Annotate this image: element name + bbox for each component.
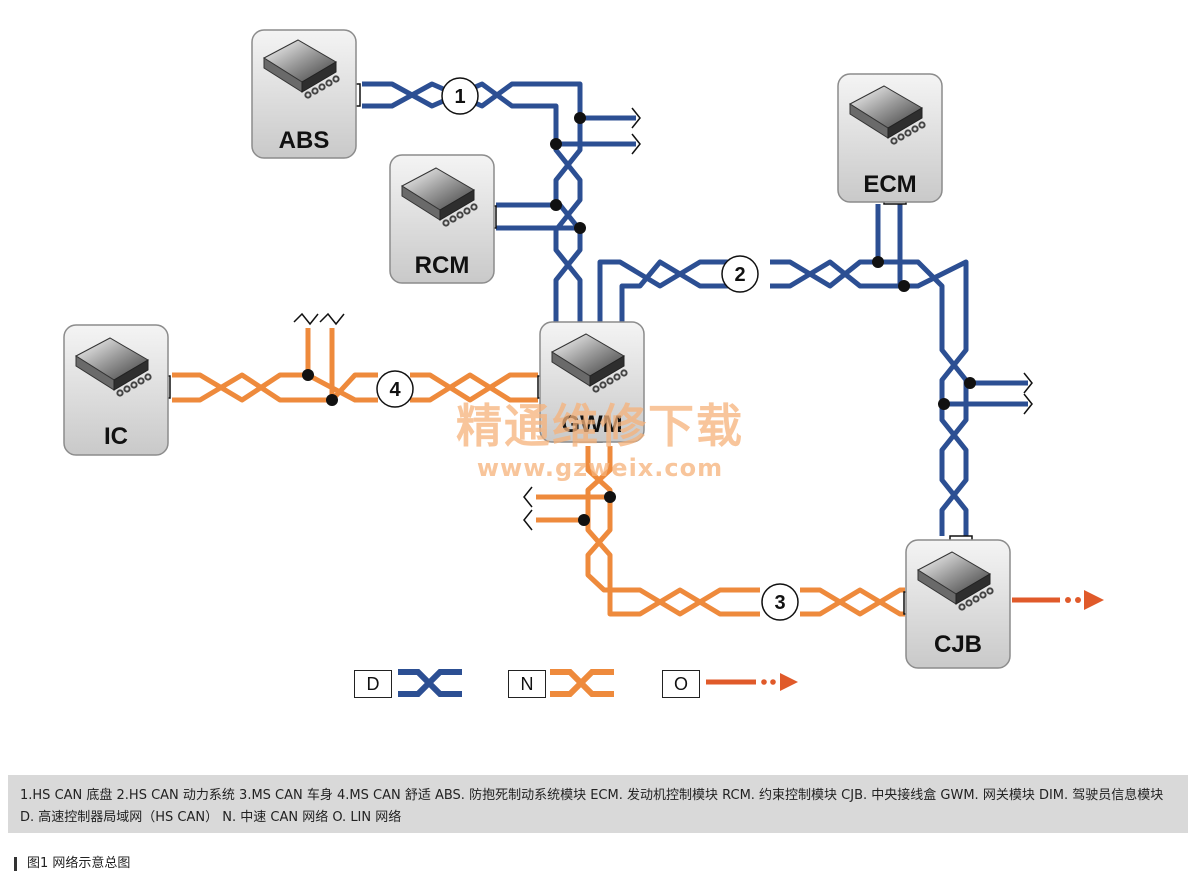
bus-number-2: 2: [721, 255, 759, 293]
lin-bus-arrow: [1012, 590, 1104, 610]
caption-text: 1.HS CAN 底盘 2.HS CAN 动力系统 3.MS CAN 车身 4.…: [20, 788, 1164, 825]
network-diagram: ABS RCM ECM IC GWM CJB 1 2 3 4: [63, 29, 1104, 697]
svg-text:3: 3: [774, 592, 785, 614]
module-abs: ABS: [251, 29, 357, 159]
legend-label-o: O: [662, 670, 700, 698]
title-bar: [14, 856, 17, 871]
module-cjb: CJB: [905, 539, 1011, 669]
module-label-ecm: ECM: [863, 171, 916, 198]
module-gwm: GWM: [539, 321, 645, 443]
legend-text-d: D: [366, 673, 380, 694]
module-ecm: ECM: [837, 73, 943, 203]
watermark: 精通维修下载 www.gzweix.com: [456, 399, 744, 482]
svg-text:精通维修下载: 精通维修下载: [456, 399, 744, 453]
bus-number-3: 3: [761, 583, 799, 621]
figure-title: 图1 网络示意总图: [14, 852, 130, 871]
legend-text-n: N: [520, 673, 534, 694]
bus-number-4: 4: [376, 370, 414, 408]
junction-dots: [302, 112, 976, 526]
module-ic: IC: [63, 324, 169, 456]
svg-text:2: 2: [734, 264, 745, 286]
module-label-abs: ABS: [279, 127, 330, 154]
svg-text:1: 1: [454, 86, 465, 108]
svg-text:www.gzweix.com: www.gzweix.com: [477, 454, 723, 482]
ms-can-comfort-bus: [172, 328, 538, 403]
module-label-rcm: RCM: [415, 252, 470, 279]
figure-title-text: 图1 网络示意总图: [27, 856, 131, 871]
hs-can-powertrain-bus: [597, 204, 1028, 536]
svg-text:4: 4: [389, 379, 401, 401]
figure-caption: 1.HS CAN 底盘 2.HS CAN 动力系统 3.MS CAN 车身 4.…: [8, 775, 1188, 833]
legend-hs-can-symbol: [398, 669, 462, 697]
module-label-cjb: CJB: [934, 631, 982, 658]
module-rcm: RCM: [389, 154, 495, 284]
break-marks: [293, 107, 1033, 531]
legend-lin-symbol: [706, 673, 798, 691]
module-label-gwm: GWM: [561, 411, 622, 438]
legend-label-d: D: [354, 670, 392, 698]
legend-text-o: O: [673, 673, 688, 694]
legend-ms-can-symbol: [550, 669, 614, 697]
bus-number-1: 1: [441, 77, 479, 115]
legend-label-n: N: [508, 670, 546, 698]
module-label-ic: IC: [104, 423, 128, 450]
hs-can-chassis-bus: [362, 81, 636, 322]
